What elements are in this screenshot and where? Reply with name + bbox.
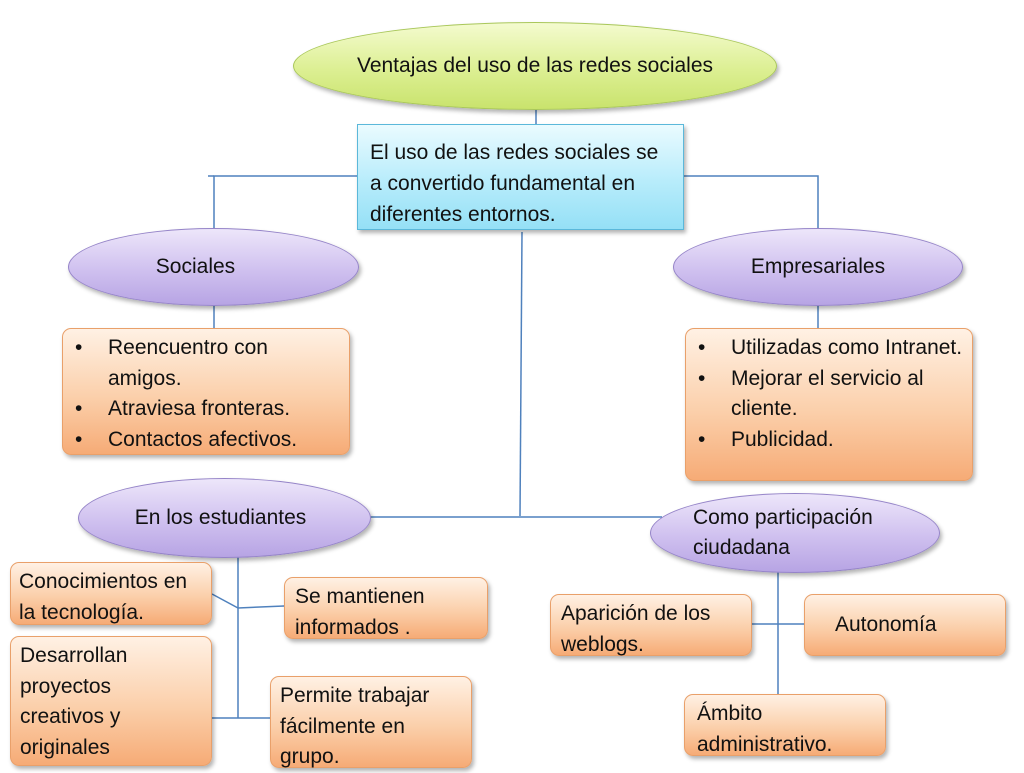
estudiantes-item-4: Permite trabajar fácilmente en grupo. [270, 676, 472, 768]
estudiantes-item-3: Desarrollan proyectos creativos y origin… [10, 636, 212, 766]
list-item: Publicidad. [694, 425, 966, 456]
ciudadana-item-1: Aparición de los weblogs. [550, 594, 752, 656]
sociales-list-box: Reencuentro con amigos. Atraviesa fronte… [62, 328, 350, 455]
estudiantes-item-2: Se mantienen informados . [284, 577, 488, 639]
title-text: Ventajas del uso de las redes sociales [356, 54, 714, 77]
estudiantes-item-4-text: Permite trabajar fácilmente en grupo. [280, 684, 430, 768]
sociales-list: Reencuentro con amigos. Atraviesa fronte… [71, 333, 343, 455]
list-item: Utilizadas como Intranet. [694, 333, 966, 364]
estudiantes-item-2-text: Se mantienen informados . [295, 585, 425, 639]
empresariales-label: Empresariales [750, 255, 886, 278]
ciudadana-item-2: Autonomía [804, 594, 1006, 656]
list-item: Mejorar el servicio al cliente. [694, 364, 966, 425]
empresariales-list: Utilizadas como Intranet. Mejorar el ser… [694, 333, 966, 455]
empresariales-list-box: Utilizadas como Intranet. Mejorar el ser… [685, 328, 973, 481]
ciudadana-item-3-text: Ámbito administrativo. [697, 702, 833, 756]
ciudadana-item-2-text: Autonomía [835, 612, 937, 636]
ciudadana-item-1-text: Aparición de los weblogs. [561, 602, 711, 656]
sociales-label: Sociales [155, 255, 236, 278]
estudiantes-item-3-text: Desarrollan proyectos creativos y origin… [20, 644, 128, 759]
ciudadana-item-3: Ámbito administrativo. [684, 694, 886, 756]
ciudadana-label: Como participación ciudadana [693, 506, 873, 559]
estudiantes-item-1: Conocimientos en la tecnología. [10, 562, 212, 625]
sociales-node: Sociales [68, 228, 359, 306]
empresariales-node: Empresariales [673, 228, 963, 306]
list-item: Reencuentro con amigos. [71, 333, 343, 394]
estudiantes-item-1-text: Conocimientos en la tecnología. [19, 570, 188, 624]
intro-text: El uso de las redes sociales se a conver… [370, 141, 659, 226]
intro-box: El uso de las redes sociales se a conver… [357, 124, 684, 230]
list-item: Contactos afectivos. [71, 425, 343, 456]
estudiantes-label: En los estudiantes [134, 506, 307, 529]
title-node: Ventajas del uso de las redes sociales [293, 22, 777, 110]
list-item: Atraviesa fronteras. [71, 394, 343, 425]
estudiantes-node: En los estudiantes [78, 478, 371, 558]
ciudadana-node: Como participación ciudadana [650, 493, 940, 573]
